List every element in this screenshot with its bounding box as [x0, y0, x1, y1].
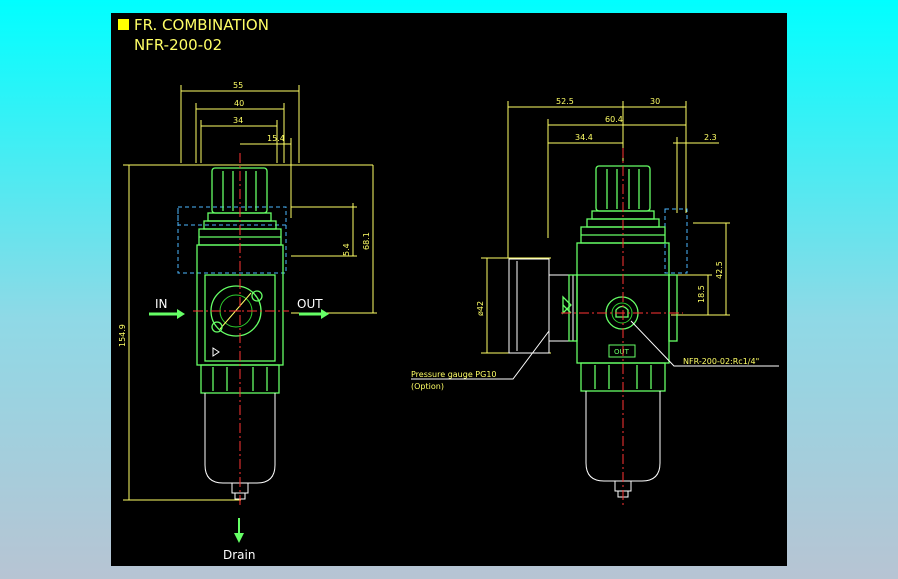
dim-5-4: 5.4 — [342, 243, 351, 256]
dim-68-1: 68.1 — [362, 232, 371, 250]
drain-indicator: Drain — [223, 518, 255, 562]
front-left-dimension: 154.9 — [118, 164, 373, 501]
dim-phi42: ø42 — [476, 301, 485, 316]
callouts: Pressure gauge PG10 (Option) NFR-200-02:… — [411, 320, 779, 391]
callout-port-thread: NFR-200-02:Rc1/4" — [683, 357, 759, 366]
dim-52-5: 52.5 — [556, 97, 574, 106]
front-right-dimensions: 68.1 5.4 — [291, 165, 377, 314]
dim-34: 34 — [233, 116, 243, 125]
front-view: 55 40 34 15.4 154.9 68.1 — [118, 81, 377, 562]
callout-gauge-option: (Option) — [411, 382, 444, 391]
label-in: IN — [155, 297, 168, 311]
out-port-badge — [608, 344, 636, 358]
dim-40: 40 — [234, 99, 244, 108]
out-port-mark: OUT — [614, 348, 630, 356]
dim-34-4: 34.4 — [575, 133, 593, 142]
dim-2-3: 2.3 — [704, 133, 717, 142]
label-out: OUT — [297, 297, 323, 311]
flow-arrows: IN OUT — [149, 297, 329, 319]
callout-gauge: Pressure gauge PG10 — [411, 370, 497, 379]
dim-154-9: 154.9 — [118, 324, 127, 347]
dim-15-4: 15.4 — [267, 134, 285, 143]
front-top-dimensions: 55 40 34 15.4 — [180, 81, 300, 218]
technical-drawing: FR. COMBINATION NFR-200-02 55 40 34 15.4 — [118, 16, 779, 562]
dim-42-5: 42.5 — [715, 261, 724, 279]
side-top-dimensions: 52.5 30 60.4 34.4 2.3 — [507, 97, 719, 258]
pressure-gauge: ø42 — [476, 257, 574, 354]
label-drain: Drain — [223, 548, 255, 562]
title-line2: NFR-200-02 — [134, 36, 222, 54]
title-marker — [118, 19, 129, 30]
dim-60-4: 60.4 — [605, 115, 623, 124]
drawing-canvas: FR. COMBINATION NFR-200-02 55 40 34 15.4 — [111, 13, 787, 566]
title-line1: FR. COMBINATION — [134, 16, 269, 34]
dim-18-5: 18.5 — [697, 285, 706, 303]
dim-30: 30 — [650, 97, 660, 106]
side-view: 52.5 30 60.4 34.4 2.3 42.5 18.5 — [411, 97, 779, 508]
dim-55: 55 — [233, 81, 243, 90]
side-right-dimensions: 42.5 18.5 — [671, 222, 730, 316]
